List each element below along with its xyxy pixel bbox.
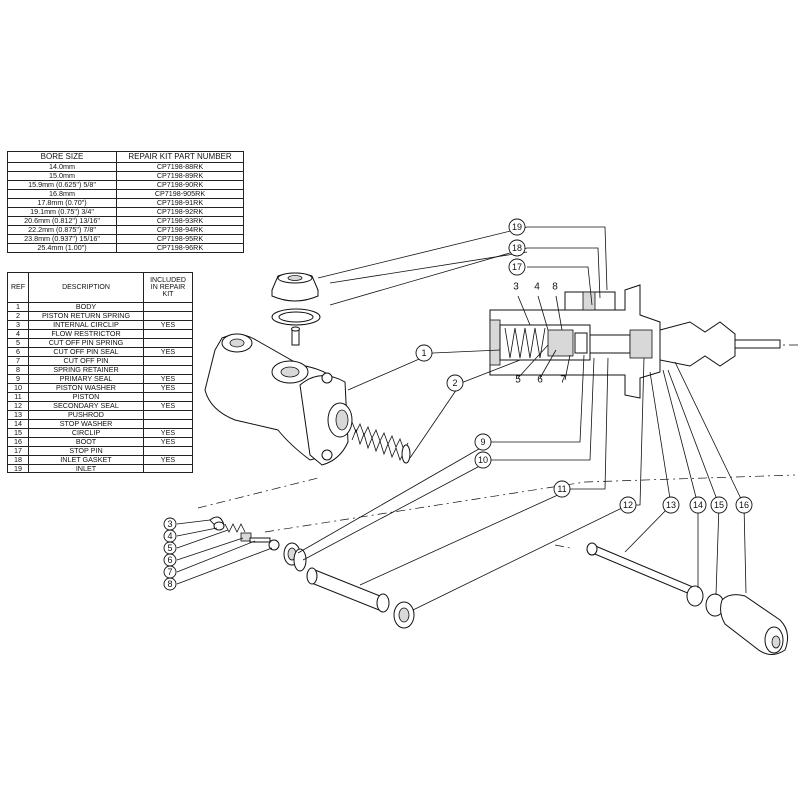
callout-9: 9 xyxy=(474,433,492,451)
callout-6-exploded: 6 xyxy=(163,553,177,567)
label-8: 8 xyxy=(552,282,558,293)
piston-washer-part xyxy=(293,548,307,572)
flow-restrictor-part xyxy=(213,521,225,531)
svg-text:16: 16 xyxy=(739,500,749,510)
body-part xyxy=(204,333,353,466)
callout-18: 18 xyxy=(508,239,526,257)
parts-table-header-row: REF DESCRIPTION INCLUDED IN REPAIR KIT xyxy=(7,272,193,303)
label-4: 4 xyxy=(534,282,540,293)
included-cell xyxy=(143,463,193,474)
svg-text:8: 8 xyxy=(167,579,172,589)
bore-size-header: BORE SIZE xyxy=(7,151,117,163)
callout-2: 2 xyxy=(446,374,464,392)
svg-text:5: 5 xyxy=(167,543,172,553)
callout-4-exploded: 4 xyxy=(163,529,177,543)
callout-16: 16 xyxy=(735,496,753,514)
svg-text:11: 11 xyxy=(557,484,566,494)
svg-text:12: 12 xyxy=(623,500,633,510)
callout-12: 12 xyxy=(619,496,637,514)
callout-17: 17 xyxy=(508,258,526,276)
boot-part xyxy=(720,594,789,655)
callout-14: 14 xyxy=(689,496,707,514)
callout-5-exploded: 5 xyxy=(163,541,177,555)
parts-list-table: REF DESCRIPTION INCLUDED IN REPAIR KIT 1… xyxy=(7,272,193,474)
label-6: 6 xyxy=(537,375,543,386)
secondary-seal-part xyxy=(393,601,415,629)
included-header: INCLUDED IN REPAIR KIT xyxy=(143,272,193,303)
spring-retainer-part xyxy=(268,539,280,551)
callout-8-exploded: 8 xyxy=(163,577,177,591)
callout-7-exploded: 7 xyxy=(163,565,177,579)
svg-text:18: 18 xyxy=(512,243,522,253)
svg-text:10: 10 xyxy=(478,455,488,465)
svg-text:14: 14 xyxy=(693,500,703,510)
repair-kit-header: REPAIR KIT PART NUMBER xyxy=(116,151,244,163)
callout-11: 11 xyxy=(553,480,571,498)
svg-text:13: 13 xyxy=(666,500,676,510)
svg-text:15: 15 xyxy=(714,500,724,510)
inlet-part xyxy=(271,272,319,302)
callout-15: 15 xyxy=(710,496,728,514)
callout-19: 19 xyxy=(508,218,526,236)
pushrod-part xyxy=(586,542,701,598)
svg-text:4: 4 xyxy=(167,531,172,541)
callout-10: 10 xyxy=(474,451,492,469)
cut-off-pin-spring-part xyxy=(224,523,246,533)
piston-part xyxy=(306,567,390,613)
svg-text:17: 17 xyxy=(512,262,522,272)
piston-return-spring-part xyxy=(351,421,411,464)
svg-text:3: 3 xyxy=(167,519,172,529)
svg-text:7: 7 xyxy=(167,567,172,577)
callout-1: 1 xyxy=(415,344,433,362)
cut-off-pin-seal-part xyxy=(240,532,252,542)
label-7: 7 xyxy=(560,375,566,386)
callout-3-exploded: 3 xyxy=(163,517,177,531)
part-number-cell: CP7198-96RK xyxy=(116,242,244,253)
callout-13: 13 xyxy=(662,496,680,514)
stop-washer-part xyxy=(686,585,704,607)
label-3: 3 xyxy=(513,282,519,293)
svg-text:2: 2 xyxy=(452,378,457,388)
svg-text:9: 9 xyxy=(480,437,485,447)
leader-lines xyxy=(176,226,747,611)
section-labels: 3 4 8 5 6 7 xyxy=(513,282,566,386)
cut-off-pin-part xyxy=(249,537,271,543)
stop-pin-part xyxy=(291,326,300,346)
svg-text:19: 19 xyxy=(512,222,522,232)
table-row: 25.4mm (1.00")CP7198-96RK xyxy=(7,242,244,253)
bore-table-header-row: BORE SIZE REPAIR KIT PART NUMBER xyxy=(7,151,244,163)
body-section-view xyxy=(489,284,781,399)
inlet-gasket-part xyxy=(271,308,321,326)
svg-text:1: 1 xyxy=(421,348,426,358)
svg-text:6: 6 xyxy=(167,555,172,565)
label-5: 5 xyxy=(515,375,521,386)
description-header: DESCRIPTION xyxy=(28,272,144,303)
